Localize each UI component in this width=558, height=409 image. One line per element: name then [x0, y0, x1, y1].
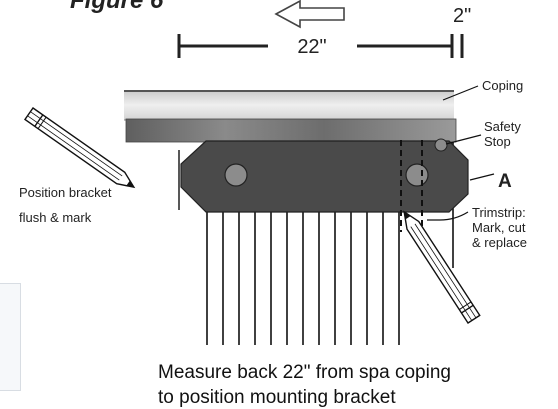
caption-line-1: Measure back 22" from spa coping	[158, 362, 451, 383]
bracket-hole-left	[224, 163, 248, 187]
pencil-left-icon	[23, 107, 136, 189]
caption-line-2: to position mounting bracket	[158, 387, 396, 408]
label-position-line2: flush & mark	[19, 210, 92, 225]
safety-stop-knob	[434, 138, 448, 152]
safety-stop-strip	[125, 118, 457, 143]
mounting-bracket	[180, 140, 469, 213]
dimension-22-line	[177, 34, 454, 58]
figure-title: Figure 6	[70, 0, 164, 14]
page-edge-panel	[0, 283, 21, 391]
label-safety-stop-line1: Safety	[484, 119, 521, 134]
label-trimstrip-line1: Trimstrip:	[472, 205, 526, 220]
dimension-2-label: 2"	[453, 5, 471, 27]
leader-lines	[427, 85, 495, 221]
label-safety-stop-line2: Stop	[484, 134, 511, 149]
spa-wall-lines	[206, 140, 454, 345]
direction-arrow-icon	[274, 0, 345, 29]
pencil-right-icon	[403, 210, 481, 324]
label-trimstrip-line2: Mark, cut	[472, 220, 526, 235]
trim-cut-lines	[400, 140, 423, 232]
label-coping: Coping	[482, 78, 523, 93]
label-trimstrip-line3: & replace	[472, 235, 527, 250]
label-position-line1: Position bracket	[19, 185, 112, 200]
coping	[124, 90, 454, 121]
bracket-hole-right	[405, 163, 429, 187]
dimension-22-label: 22"	[297, 36, 326, 58]
label-a: A	[498, 171, 512, 192]
